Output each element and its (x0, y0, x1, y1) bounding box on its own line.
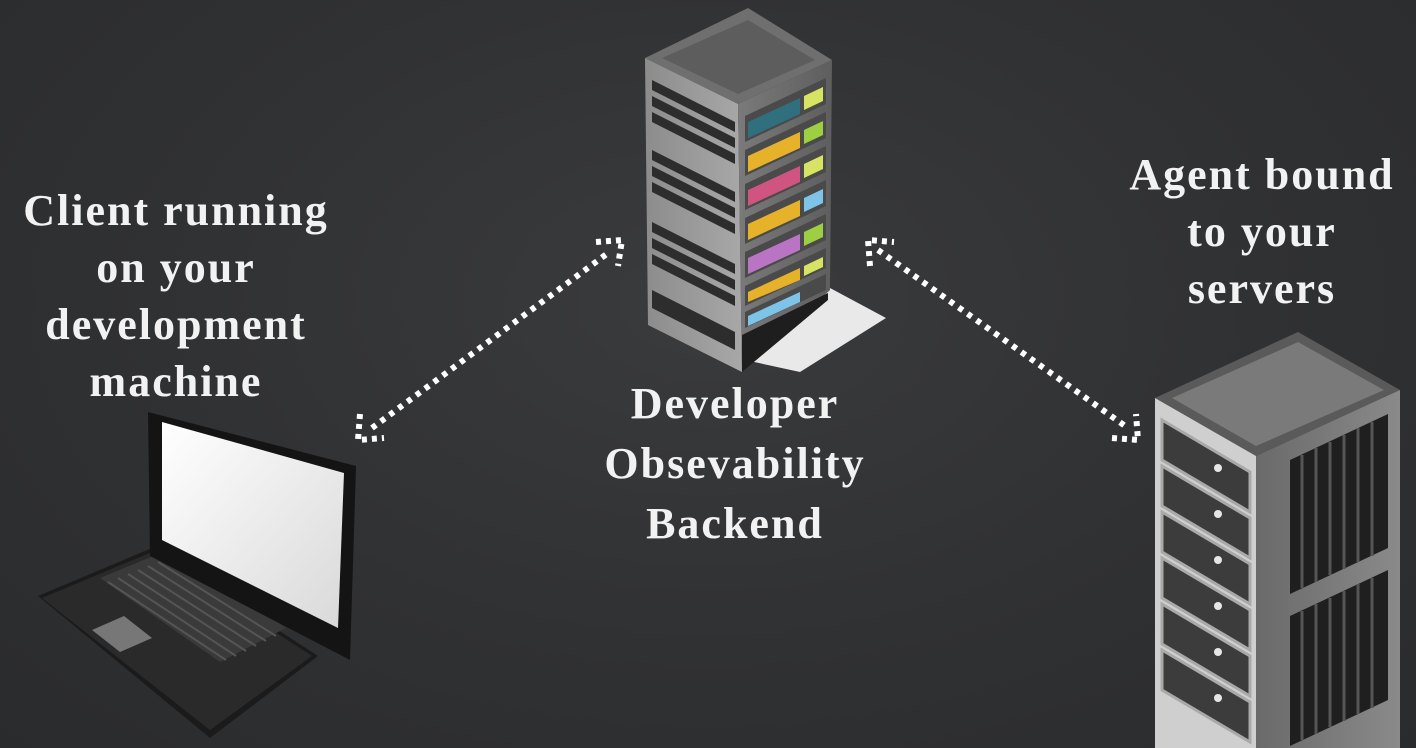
client-label-line: Client running (23, 186, 329, 235)
server-rack-icon (1155, 332, 1400, 748)
connector-backend-agent (864, 236, 1142, 444)
backend-label: Developer Obsevability Backend (585, 374, 885, 554)
client-label-line: machine (89, 357, 263, 406)
agent-label-line: servers (1187, 264, 1337, 313)
laptop-icon (38, 412, 356, 738)
agent-label-line: Agent bound (1129, 150, 1395, 199)
client-label-line: development (45, 300, 307, 349)
server-tower-icon (645, 8, 886, 372)
client-label-line: on your (96, 243, 256, 292)
connector-client-backend (354, 236, 626, 444)
client-label: Client running on your development machi… (0, 182, 352, 410)
backend-label-line: Backend (646, 499, 824, 548)
agent-label-line: to your (1187, 207, 1337, 256)
backend-label-line: Obsevability (604, 439, 866, 488)
agent-label: Agent bound to your servers (1108, 146, 1416, 317)
backend-label-line: Developer (630, 379, 840, 428)
